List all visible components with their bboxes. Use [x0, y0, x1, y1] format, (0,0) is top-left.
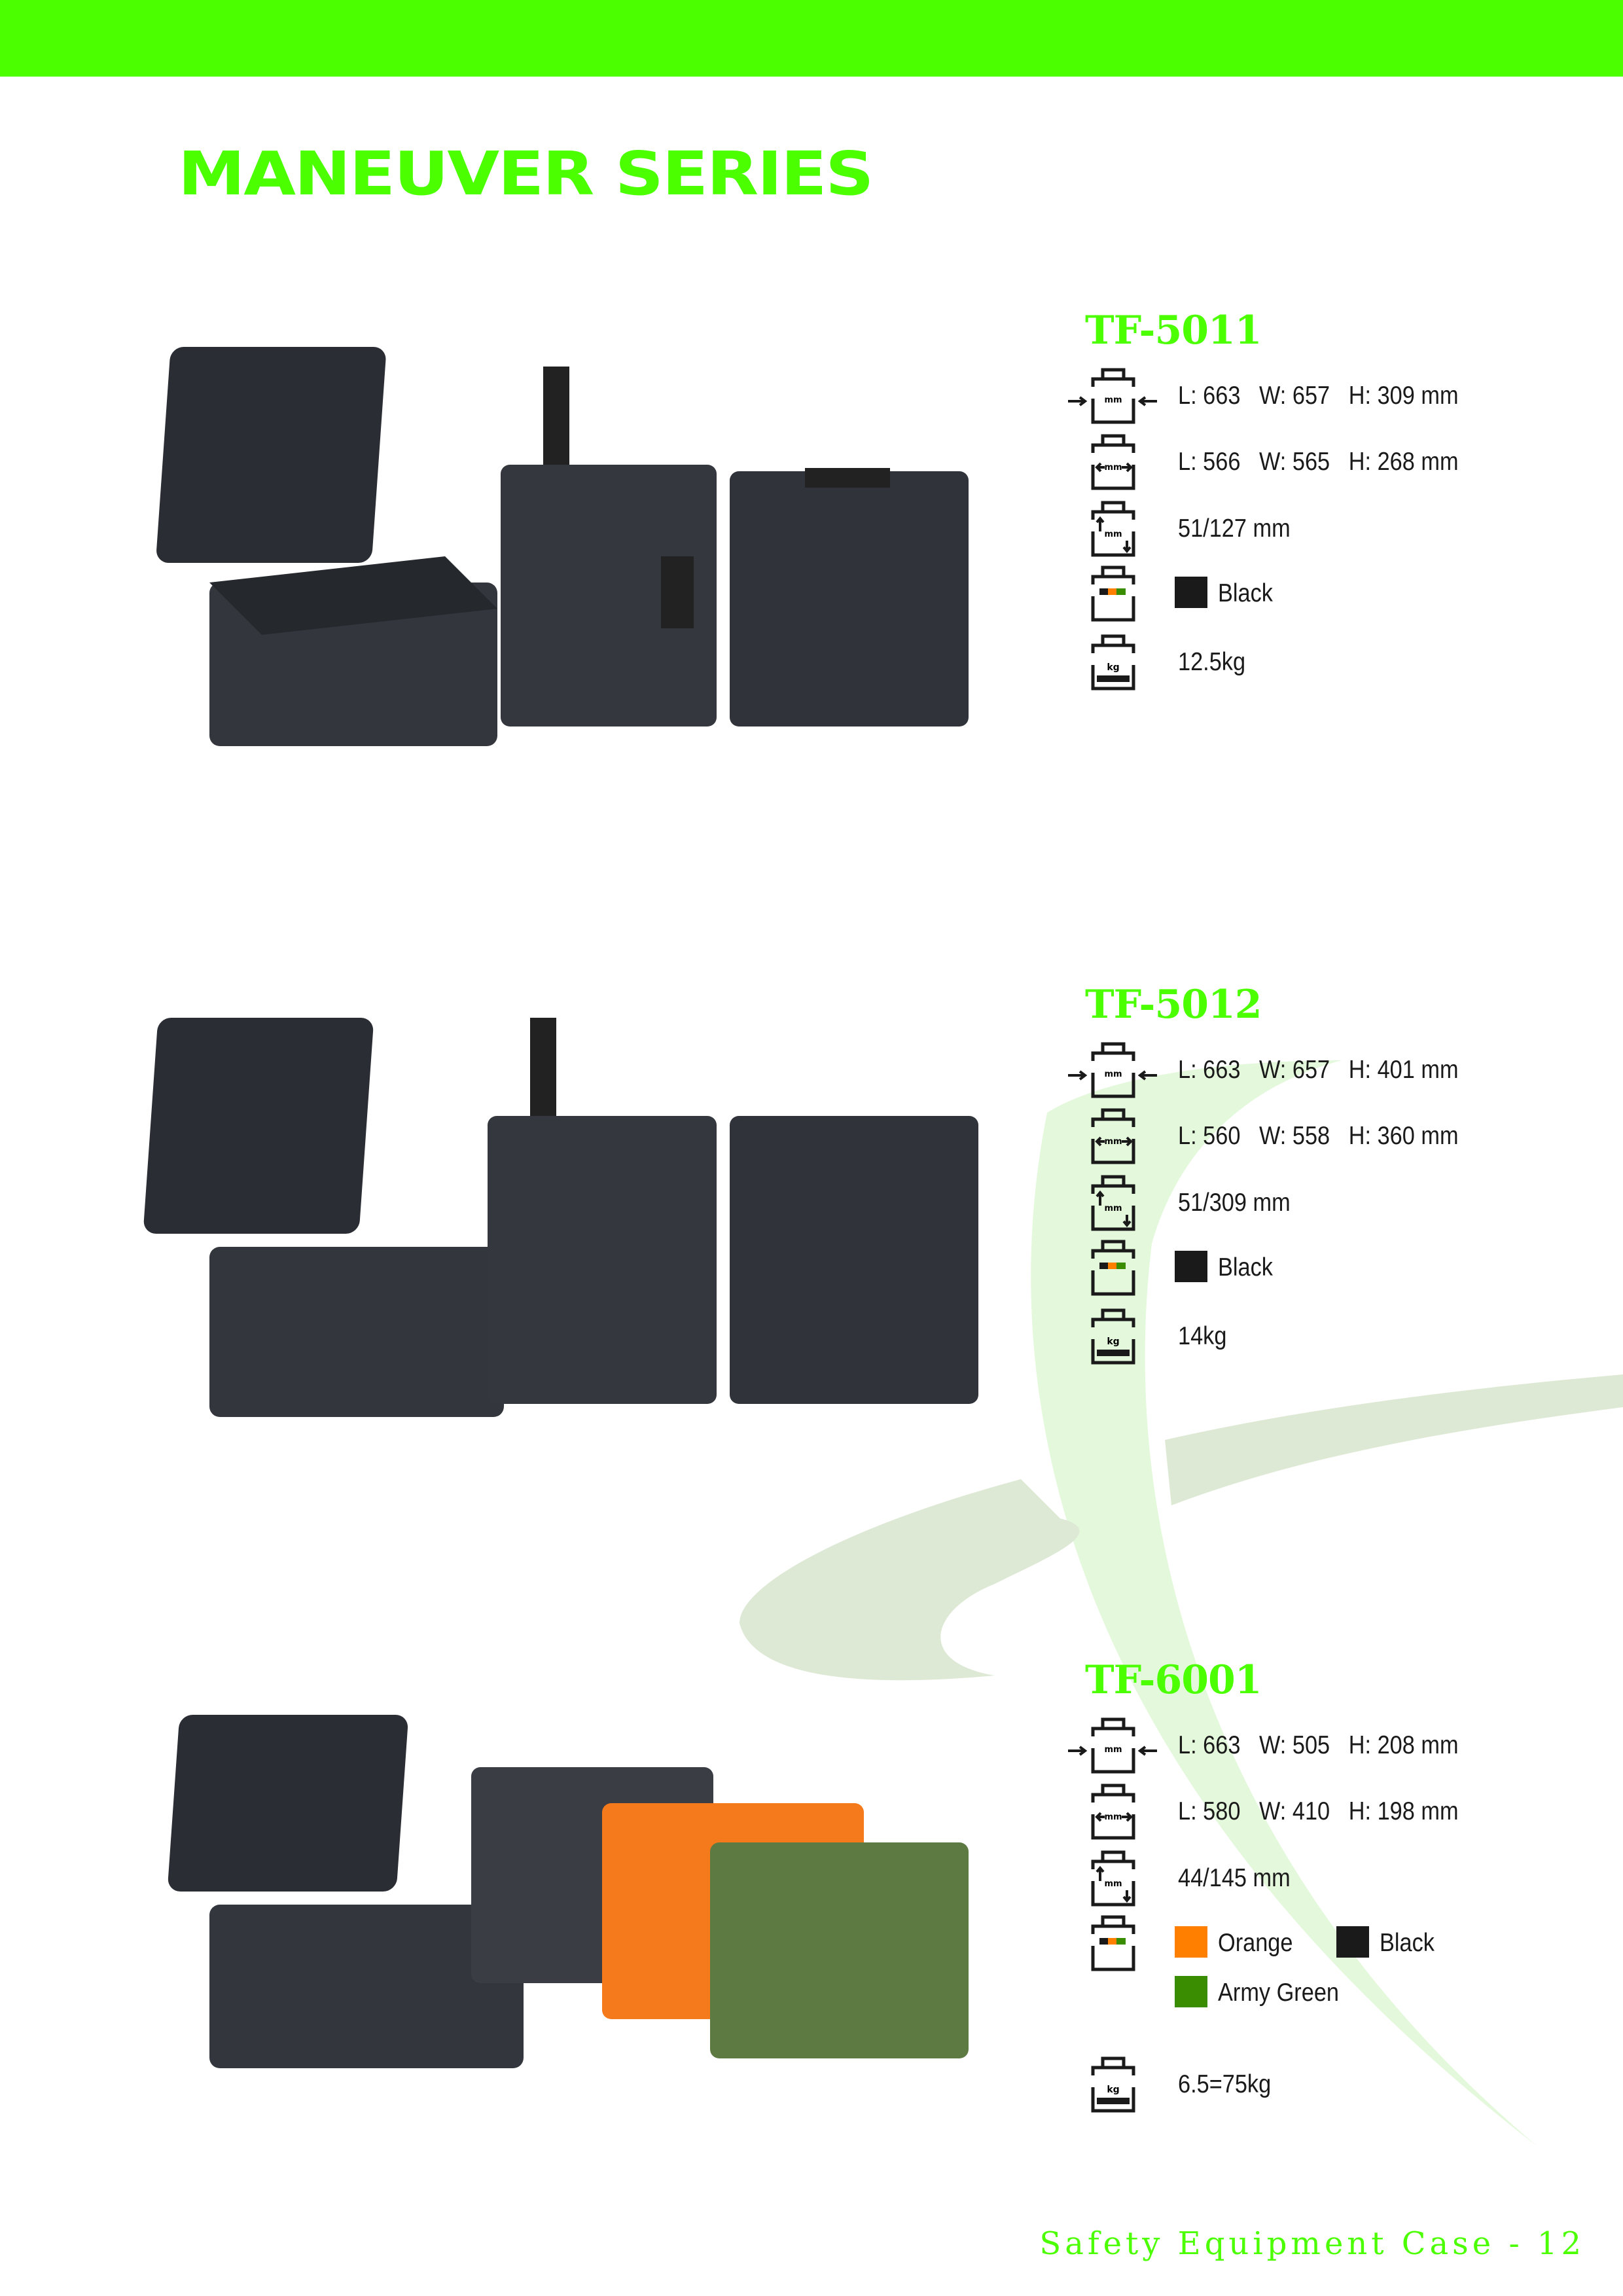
- color-label: Black: [1380, 1929, 1435, 1957]
- case-weight-icon: kg: [1091, 2056, 1135, 2113]
- color-swatch-black: [1336, 1926, 1369, 1958]
- case-weight-icon: kg: [1091, 1308, 1135, 1365]
- lid-base-depth-value: 51/309 mm: [1178, 1189, 1291, 1217]
- outer-dimensions-value: L: 663 W: 657 H: 401 mm: [1178, 1056, 1459, 1084]
- case-color-icon: [1091, 1240, 1135, 1296]
- inner-dimensions-row: mm L: 580 W: 410 H: 198 mm: [1060, 1783, 1623, 1842]
- weight-value: 6.5=75kg: [1178, 2070, 1272, 2098]
- weight-value: 14kg: [1178, 1322, 1227, 1350]
- case-outer-icon: mm: [1068, 1717, 1157, 1774]
- case-color-icon: [1091, 565, 1135, 622]
- case-outer-icon: mm: [1068, 1042, 1157, 1098]
- color-label: Army Green: [1218, 1979, 1339, 2007]
- weight-row: kg 6.5=75kg: [1060, 2056, 1623, 2115]
- lid-base-depth-row: mm 51/309 mm: [1060, 1174, 1623, 1233]
- product-spec-tf-5012: TF-5012 mm L: 663 W: 657 H: 401 mm mm L: 560…: [1060, 982, 1623, 1492]
- svg-text:kg: kg: [1107, 2085, 1119, 2095]
- color-swatch-black: [1175, 1251, 1207, 1282]
- outer-dimensions-row: mm L: 663 W: 505 H: 208 mm: [1060, 1717, 1623, 1776]
- svg-text:mm: mm: [1104, 1137, 1122, 1147]
- top-green-bar: [0, 0, 1623, 77]
- open-case-illustration: [168, 1715, 524, 2068]
- svg-text:mm: mm: [1104, 1879, 1122, 1889]
- svg-text:mm: mm: [1104, 529, 1122, 539]
- outer-dimensions-row: mm L: 663 W: 657 H: 309 mm: [1060, 367, 1623, 426]
- page-footer: Safety Equipment Case - 12: [1039, 2225, 1585, 2262]
- svg-text:mm: mm: [1104, 1204, 1122, 1213]
- svg-text:mm: mm: [1104, 1069, 1122, 1079]
- svg-text:kg: kg: [1107, 1336, 1119, 1347]
- open-case-illustration: [156, 347, 497, 746]
- case-weight-icon: kg: [1091, 634, 1135, 691]
- lid-base-depth-row: mm 51/127 mm: [1060, 500, 1623, 559]
- lid-base-depth-row: mm 44/145 mm: [1060, 1850, 1623, 1909]
- weight-value: 12.5kg: [1178, 648, 1246, 676]
- lid-base-depth-value: 44/145 mm: [1178, 1864, 1291, 1892]
- case-inner-icon: mm: [1091, 1108, 1135, 1164]
- inner-dimensions-value: L: 580 W: 410 H: 198 mm: [1178, 1797, 1459, 1825]
- trolley-case-illustration: [488, 1018, 717, 1404]
- case-outer-icon: mm: [1068, 368, 1157, 424]
- outer-dimensions-value: L: 663 W: 657 H: 309 mm: [1178, 382, 1459, 410]
- weight-row: kg 14kg: [1060, 1308, 1623, 1367]
- model-name: TF-5012: [1085, 982, 1262, 1028]
- color-swatch-army-green: [1175, 1976, 1207, 2007]
- inner-dimensions-row: mm L: 560 W: 558 H: 360 mm: [1060, 1107, 1623, 1166]
- svg-text:mm: mm: [1104, 1745, 1122, 1755]
- color-label: Black: [1218, 579, 1273, 607]
- lid-base-depth-value: 51/127 mm: [1178, 514, 1291, 543]
- inner-dimensions-row: mm L: 566 W: 565 H: 268 mm: [1060, 433, 1623, 492]
- color-swatch-orange: [1175, 1926, 1207, 1958]
- svg-text:mm: mm: [1104, 463, 1122, 473]
- case-depth-icon: mm: [1091, 501, 1135, 557]
- color-label: Black: [1218, 1253, 1273, 1282]
- case-inner-icon: mm: [1091, 434, 1135, 490]
- closed-case-illustration: [730, 1116, 978, 1404]
- series-title: MANEUVER SERIES: [178, 139, 874, 209]
- army-green-case-illustration: [710, 1842, 969, 2058]
- colors-row: Black: [1060, 1239, 1623, 1298]
- product-photo-tf-5011: [156, 347, 969, 746]
- colors-row: Black: [1060, 565, 1623, 624]
- outer-dimensions-row: mm L: 663 W: 657 H: 401 mm: [1060, 1041, 1623, 1100]
- weight-row: kg 12.5kg: [1060, 634, 1623, 692]
- product-photo-tf-6001: [168, 1715, 969, 2068]
- case-color-icon: [1091, 1915, 1135, 1971]
- color-label: Orange: [1218, 1929, 1293, 1957]
- color-swatch-black: [1175, 577, 1207, 608]
- closed-case-illustration: [730, 468, 969, 726]
- case-depth-icon: mm: [1091, 1850, 1135, 1907]
- product-photo-tf-5012: [143, 1018, 978, 1417]
- trolley-case-illustration: [501, 367, 717, 726]
- svg-text:mm: mm: [1104, 395, 1122, 405]
- product-spec-tf-5011: TF-5011 mm L: 663 W: 657 H: 309 mm mm L: 566…: [1060, 308, 1623, 818]
- model-name: TF-6001: [1085, 1657, 1262, 1703]
- inner-dimensions-value: L: 560 W: 558 H: 360 mm: [1178, 1122, 1459, 1150]
- product-spec-tf-6001: TF-6001 mm L: 663 W: 505 H: 208 mm mm L: 580…: [1060, 1657, 1623, 2168]
- svg-text:mm: mm: [1104, 1812, 1122, 1822]
- case-depth-icon: mm: [1091, 1175, 1135, 1231]
- model-name: TF-5011: [1085, 308, 1262, 353]
- outer-dimensions-value: L: 663 W: 505 H: 208 mm: [1178, 1731, 1459, 1759]
- inner-dimensions-value: L: 566 W: 565 H: 268 mm: [1178, 448, 1459, 476]
- open-case-illustration: [143, 1018, 504, 1417]
- svg-text:kg: kg: [1107, 662, 1119, 673]
- case-inner-icon: mm: [1091, 1784, 1135, 1840]
